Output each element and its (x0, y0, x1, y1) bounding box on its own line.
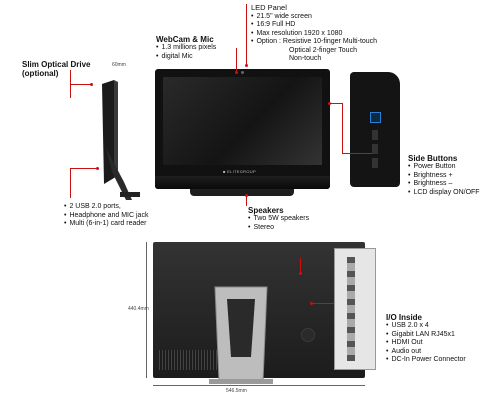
webcam-item: 1.3 millions pixels (156, 44, 216, 53)
side-buttons-callout: Side Buttons Power Button Brightness + B… (408, 154, 480, 197)
monitor-front: ■ ELITEGROUP (155, 69, 330, 189)
brand-logo: ■ ELITEGROUP (223, 169, 256, 174)
optical-leader-dot (90, 83, 93, 86)
rear-mid-leader-h (312, 303, 334, 304)
optical-drive-callout: Slim Optical Drive (optional) (22, 60, 90, 78)
rear-mid-leader-dot (310, 302, 313, 305)
side-ports-leader-h (70, 168, 98, 169)
side-button-item: LCD display ON/OFF (408, 189, 479, 198)
speakers-leader-dot (245, 194, 248, 197)
led-option: Option : Resistive 10-finger Multi-touch (251, 38, 377, 47)
led-leader-dot (245, 64, 248, 67)
led-option-line: Optical 2-finger Touch (289, 46, 357, 54)
side-buttons-leader-h2 (342, 153, 372, 154)
led-item: Max resolution 1920 x 1080 (251, 30, 377, 39)
width-dimension: 546.5mm (226, 388, 247, 394)
monitor-stand (190, 189, 294, 196)
webcam-leader-line (236, 48, 237, 72)
monitor-side-profile (102, 80, 140, 200)
led-option-line: Non-touch (289, 55, 322, 62)
speakers-callout: Speakers Two 5W speakers Stereo (248, 206, 309, 232)
webcam-callout: WebCam & Mic 1.3 millions pixels digital… (156, 35, 216, 61)
side-ports-leader-v (70, 168, 71, 198)
optical-leader-h (70, 84, 92, 85)
height-dimension: 440.4mm (128, 306, 149, 312)
io-callout: I/O Inside USB 2.0 x 4 Gigabit LAN RJ45x… (386, 313, 466, 365)
width-dimension-line (153, 385, 365, 386)
speakers-item: Stereo (248, 224, 309, 233)
height-dimension-line (146, 242, 147, 378)
optical-drive-subtitle: (optional) (22, 69, 59, 78)
rear-stand (209, 286, 273, 384)
side-port-item: Multi (6-in-1) card reader (64, 220, 148, 229)
side-button-item: Power Button (408, 163, 480, 172)
io-item: HDMI Out (386, 339, 466, 348)
io-title: I/O Inside (386, 313, 423, 322)
led-panel-callout: LED Panel 21.5" wide screen 16:9 Full HD… (251, 3, 377, 64)
io-item: DC-In Power Connector (386, 356, 465, 365)
side-button-item: Brightness + (408, 172, 480, 181)
brightness-up-button-icon (372, 130, 378, 140)
speakers-title: Speakers (248, 206, 284, 215)
optical-leader-v (70, 70, 71, 98)
io-item: Gigabit LAN RJ45x1 (386, 331, 466, 340)
monitor-screen (163, 77, 322, 165)
side-button-item: Brightness – (408, 180, 480, 189)
side-buttons-leader-dot (328, 102, 331, 105)
io-port-strip (347, 257, 355, 361)
rear-top-leader-dot (299, 272, 302, 275)
rear-vent (159, 350, 219, 370)
io-closeup (334, 248, 376, 370)
power-button-icon (370, 112, 381, 123)
lcd-toggle-button-icon (372, 158, 378, 168)
speaker-bar (155, 176, 330, 189)
led-option-line: Resistive 10-finger Multi-touch (282, 38, 378, 45)
io-item: USB 2.0 x 4 (386, 322, 466, 331)
side-buttons-leader-v (342, 103, 343, 153)
webcam-item: digital Mic (156, 53, 216, 62)
side-buttons-leader-h (330, 103, 342, 104)
side-port-item: 2 USB 2.0 ports, (64, 203, 148, 212)
webcam-leader-dot (235, 71, 238, 74)
speakers-leader-line (246, 196, 247, 206)
side-ports-leader-dot (96, 167, 99, 170)
side-buttons-closeup (350, 72, 400, 187)
optical-drive-dimension: 60mm (112, 62, 126, 68)
optical-drive-title: Slim Optical Drive (22, 60, 91, 69)
led-leader-line (246, 4, 247, 66)
side-port-item: Headphone and MIC jack (64, 212, 148, 221)
rear-top-leader-v (300, 258, 301, 274)
speakers-item: Two 5W speakers (248, 215, 309, 224)
led-item: 16:9 Full HD (251, 21, 377, 30)
webcam-icon (241, 71, 244, 74)
led-option-prefix: Option : (256, 38, 281, 45)
led-item: 21.5" wide screen (251, 13, 377, 22)
side-buttons-title: Side Buttons (408, 154, 458, 163)
io-item: Audio out (386, 348, 466, 357)
led-panel-title: LED Panel (251, 3, 287, 12)
rear-port-cover (301, 328, 315, 342)
side-ports-callout: 2 USB 2.0 ports, Headphone and MIC jack … (64, 203, 148, 229)
webcam-title: WebCam & Mic (156, 35, 214, 44)
brightness-down-button-icon (372, 144, 378, 154)
